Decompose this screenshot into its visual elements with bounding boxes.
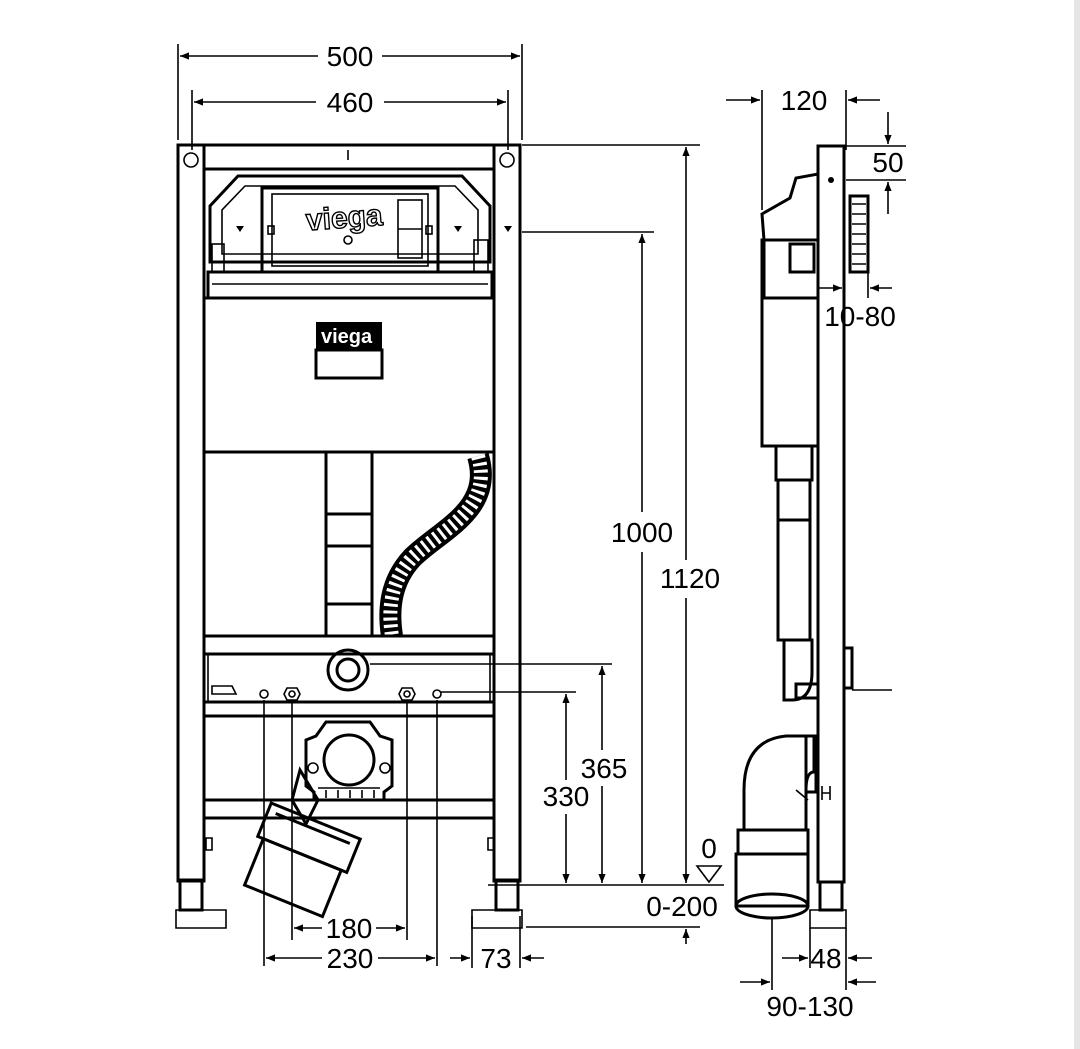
scrollbar[interactable] xyxy=(1074,0,1080,1049)
dim-depth-120: 120 xyxy=(781,85,828,116)
viega-logo-large: viega xyxy=(305,199,384,237)
corrugated-hose xyxy=(379,452,492,638)
drain-bend xyxy=(242,801,363,919)
flush-pipe xyxy=(324,450,374,638)
middle-panel xyxy=(202,296,496,454)
front-view: viega viega xyxy=(175,143,523,929)
bottom-rail xyxy=(202,798,496,820)
dim-foot-73: 73 xyxy=(480,943,511,974)
front-dimensions: 500 460 1000 1120 365 330 0 0 xyxy=(177,41,724,974)
front-frame-left-upright xyxy=(175,143,227,929)
side-wall-plate xyxy=(848,194,870,274)
dim-floor-range: 0-200 xyxy=(646,891,718,922)
lower-rail xyxy=(202,700,496,718)
side-frame-post xyxy=(816,144,846,884)
dim-height-1000: 1000 xyxy=(611,517,673,548)
side-dimensions: 120 50 10-80 48 90-130 xyxy=(726,85,906,1022)
dim-height-330: 330 xyxy=(543,781,590,812)
viega-label-plate: viega xyxy=(314,322,384,380)
dim-width-460: 460 xyxy=(327,87,374,118)
viega-logo-small: viega xyxy=(321,326,373,348)
dim-top-50: 50 xyxy=(872,147,903,178)
dim-height-365: 365 xyxy=(581,753,628,784)
side-flush-pipe xyxy=(774,444,892,702)
drain-connection xyxy=(290,720,394,828)
dim-width-500: 500 xyxy=(327,41,374,72)
dim-spacing-180: 180 xyxy=(326,913,373,944)
dim-spacing-230: 230 xyxy=(327,943,374,974)
side-view xyxy=(734,144,892,929)
dim-zero-mark: 0 xyxy=(701,833,717,864)
front-frame-top-rail xyxy=(202,143,496,171)
side-cistern xyxy=(760,172,820,448)
dim-outlet-90-130: 90-130 xyxy=(766,991,853,1022)
dim-height-1120: 1120 xyxy=(660,563,720,594)
side-drain-bend xyxy=(734,734,831,920)
cistern: viega xyxy=(206,174,512,300)
dim-foot-48: 48 xyxy=(810,943,841,974)
dim-offset-10-80: 10-80 xyxy=(824,301,896,332)
